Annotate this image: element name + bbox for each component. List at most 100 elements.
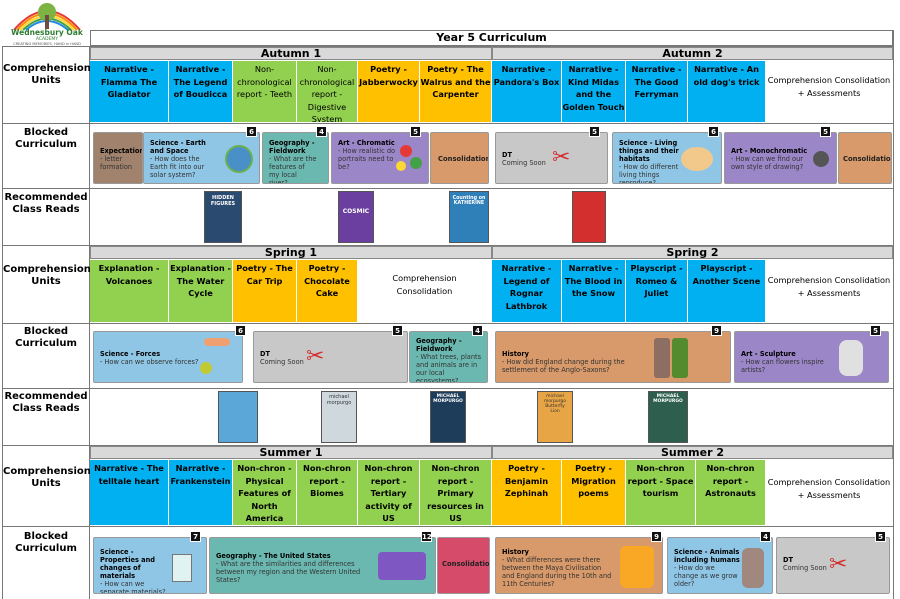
- book-cover: MICHAEL MORPURGO: [648, 391, 688, 443]
- logo-tagline: CREATING MEMORIES, HAND in HAND: [13, 42, 81, 46]
- unit-summer-5: Non-chron report - Tertiary activity of …: [358, 460, 420, 525]
- lesson-count-badge: 6: [246, 126, 257, 137]
- unit-autumn-5: Poetry - Jabberwocky: [358, 61, 420, 122]
- block-title: DT: [260, 350, 270, 358]
- block-desc: - How does the Earth fit into our solar …: [150, 155, 205, 179]
- book-cover: Counting on KATHERINE: [449, 191, 489, 243]
- term-summer-2: Summer 2: [492, 446, 893, 459]
- beaker-icon: [172, 554, 192, 582]
- block-desc: - What differences were there between th…: [502, 556, 612, 588]
- block-desc: - letter formation: [100, 155, 133, 171]
- lesson-count-badge: 6: [235, 325, 246, 336]
- lesson-count-badge: 5: [589, 126, 600, 137]
- book-cover: MICHAEL MORPURGO: [430, 391, 466, 443]
- paint-icon: [396, 161, 406, 171]
- block-title: Expectations: [100, 147, 142, 155]
- term-summer-1: Summer 1: [90, 446, 492, 459]
- block-autumn-expectations: Expectations- letter formation: [93, 132, 143, 184]
- block-title: Science - Living things and their habita…: [619, 139, 679, 163]
- baby-icon: [681, 147, 713, 171]
- unit-spring-2: Explanation - The Water Cycle: [169, 260, 233, 322]
- block-title: DT: [783, 556, 793, 564]
- ball-icon: [200, 362, 212, 374]
- block-autumn-consolidation2: Consolidation: [838, 132, 892, 184]
- block-desc: - How do different living things reprodu…: [619, 163, 679, 184]
- lesson-count-badge: 4: [472, 325, 483, 336]
- block-title: Science - Forces: [100, 350, 161, 358]
- unit-autumn-10: Narrative - An old dog's trick: [688, 61, 766, 122]
- block-title: Geography - Fieldwork: [416, 337, 462, 353]
- unit-spring-9: Playscript - Another Scene: [688, 260, 766, 322]
- unit-autumn-9: Narrative - The Good Ferryman: [626, 61, 688, 122]
- unit-autumn-6: Poetry - The Walrus and the Carpenter: [420, 61, 492, 122]
- scissors-icon: ✂: [829, 552, 848, 577]
- lesson-count-badge: 4: [316, 126, 327, 137]
- unit-summer-3: Non-chron - Physical Features of North A…: [233, 460, 297, 525]
- block-desc: - What are the features of my local rive…: [269, 155, 317, 184]
- block-autumn-consolidation: Consolidation: [430, 132, 489, 184]
- lesson-count-badge: 9: [651, 531, 662, 542]
- row-label-comprehension: Comprehension Units: [3, 264, 91, 287]
- anglo-saxon-icon: [654, 338, 670, 378]
- block-desc: - How do we change as we grow older?: [674, 564, 738, 588]
- unit-autumn-2: Narrative - The Legend of Boudicca: [169, 61, 233, 122]
- unit-spring-1: Explanation - Volcanoes: [90, 260, 169, 322]
- unit-summer-10: Non-chron report - Astronauts: [696, 460, 766, 525]
- lesson-count-badge: 6: [708, 126, 719, 137]
- maya-figure-icon: [620, 546, 654, 588]
- book-cover: michael morpurgo: [321, 391, 357, 443]
- block-desc: - How can we separate materials?: [100, 580, 166, 594]
- block-summer-science2: Science - Animals including humans- How …: [667, 537, 773, 594]
- lesson-count-badge: 9: [711, 325, 722, 336]
- school-logo: Wednesbury Oak ACADEMY CREATING MEMORIES…: [4, 0, 90, 46]
- logo-academy: ACADEMY: [35, 37, 59, 42]
- book-cover: [218, 391, 258, 443]
- unit-summer-1: Narrative - The telltale heart: [90, 460, 169, 525]
- block-autumn-science: Science - Earth and Space- How does the …: [143, 132, 260, 184]
- block-autumn-geography: Geography - Fieldwork- What are the feat…: [262, 132, 329, 184]
- unit-summer-11: Comprehension Consolidation + Assessment…: [766, 474, 893, 522]
- book-cover: michael morpurgo Butterfly Lion: [537, 391, 573, 443]
- block-title: Art - Monochromatic: [731, 147, 808, 155]
- block-desc: Coming Soon: [502, 159, 546, 167]
- usa-map-icon: [378, 552, 426, 580]
- lesson-count-badge: 5: [875, 531, 886, 542]
- block-autumn-art: Art - Chromatic- How realistic do portra…: [331, 132, 429, 184]
- hand-icon: [204, 338, 230, 346]
- sphere-icon: [813, 151, 829, 167]
- unit-spring-5: Comprehension Consolidation: [370, 270, 480, 310]
- block-autumn-art2: Art - Monochromatic- How can we find our…: [724, 132, 837, 184]
- term-autumn-2: Autumn 2: [492, 47, 893, 60]
- unit-summer-9: Non-chron report - Space tourism: [626, 460, 696, 525]
- row-label-blocked: Blocked Curriculum: [15, 326, 77, 349]
- block-title: History: [502, 548, 529, 556]
- scissors-icon: ✂: [306, 344, 325, 369]
- lesson-count-badge: 5: [870, 325, 881, 336]
- term-spring-2: Spring 2: [492, 246, 893, 259]
- unit-autumn-1: Narrative - Flamma The Gladiator: [90, 61, 169, 122]
- logo-school-name: Wednesbury Oak: [11, 28, 83, 37]
- anglo-saxon-icon: [672, 338, 688, 378]
- block-title: Consolidation: [438, 155, 489, 163]
- block-desc: Coming Soon: [783, 564, 827, 572]
- unit-autumn-4: Non-chronological report - Digestive Sys…: [297, 61, 358, 122]
- block-title: Art - Chromatic: [338, 139, 395, 147]
- block-summer-history: History- What differences were there bet…: [495, 537, 663, 594]
- unit-autumn-11: Comprehension Consolidation + Assessment…: [766, 72, 893, 120]
- block-title: Art - Sculpture: [741, 350, 796, 358]
- unit-summer-7: Poetry - Benjamin Zephinah: [492, 460, 562, 525]
- block-spring-science: Science - Forces- How can we observe for…: [93, 331, 243, 383]
- earth-icon: [225, 145, 253, 173]
- lesson-count-badge: 12: [421, 531, 432, 542]
- row-label-reads: Recommended Class Reads: [4, 391, 88, 414]
- tree-logo-icon: [13, 3, 81, 31]
- unit-spring-7: Narrative - The Blood in the Snow: [562, 260, 626, 322]
- block-desc: - How can we find our own style of drawi…: [731, 155, 804, 171]
- paint-icon: [400, 145, 412, 157]
- unit-summer-6: Non-chron report - Primary resources in …: [420, 460, 492, 525]
- block-title: Consolidation: [843, 155, 892, 163]
- row-label-comprehension: Comprehension Units: [3, 63, 91, 86]
- book-cover: [572, 191, 606, 243]
- block-spring-history: History- How did England change during t…: [495, 331, 731, 383]
